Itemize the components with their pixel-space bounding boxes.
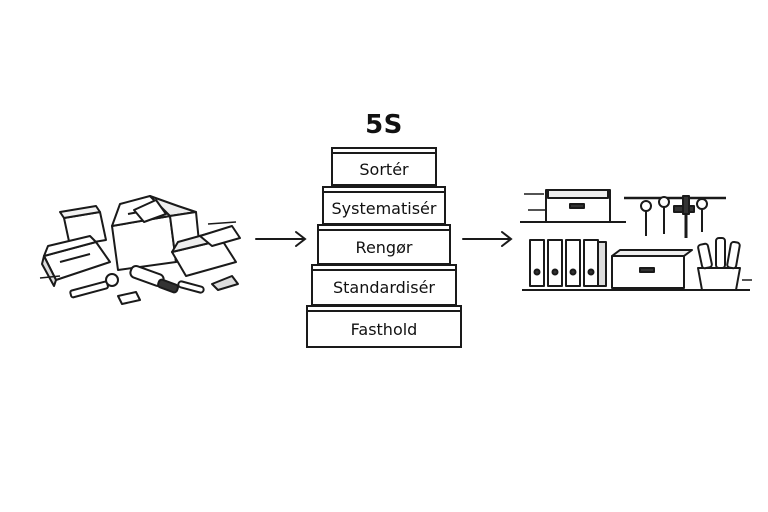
step-fasthold: Fasthold xyxy=(306,310,462,348)
cluttered-boxes-and-tools-icon xyxy=(39,195,241,305)
step-label: Sortér xyxy=(359,159,409,179)
step-label: Standardisér xyxy=(333,278,435,297)
step-label: Rengør xyxy=(355,237,413,257)
step-sorter: Sortér xyxy=(331,152,437,186)
step-label: Systematisér xyxy=(331,198,437,218)
step-standardiser: Standardisér xyxy=(311,269,457,306)
step-systematiser: Systematisér xyxy=(322,191,446,225)
organized-shelves-binders-tools-icon xyxy=(520,189,752,291)
step-rengor: Rengør xyxy=(317,229,451,265)
diagram-title: 5S xyxy=(365,110,403,140)
step-label: Fasthold xyxy=(350,319,418,339)
arrow-right-icon xyxy=(462,231,513,247)
arrow-right-icon xyxy=(255,231,307,247)
